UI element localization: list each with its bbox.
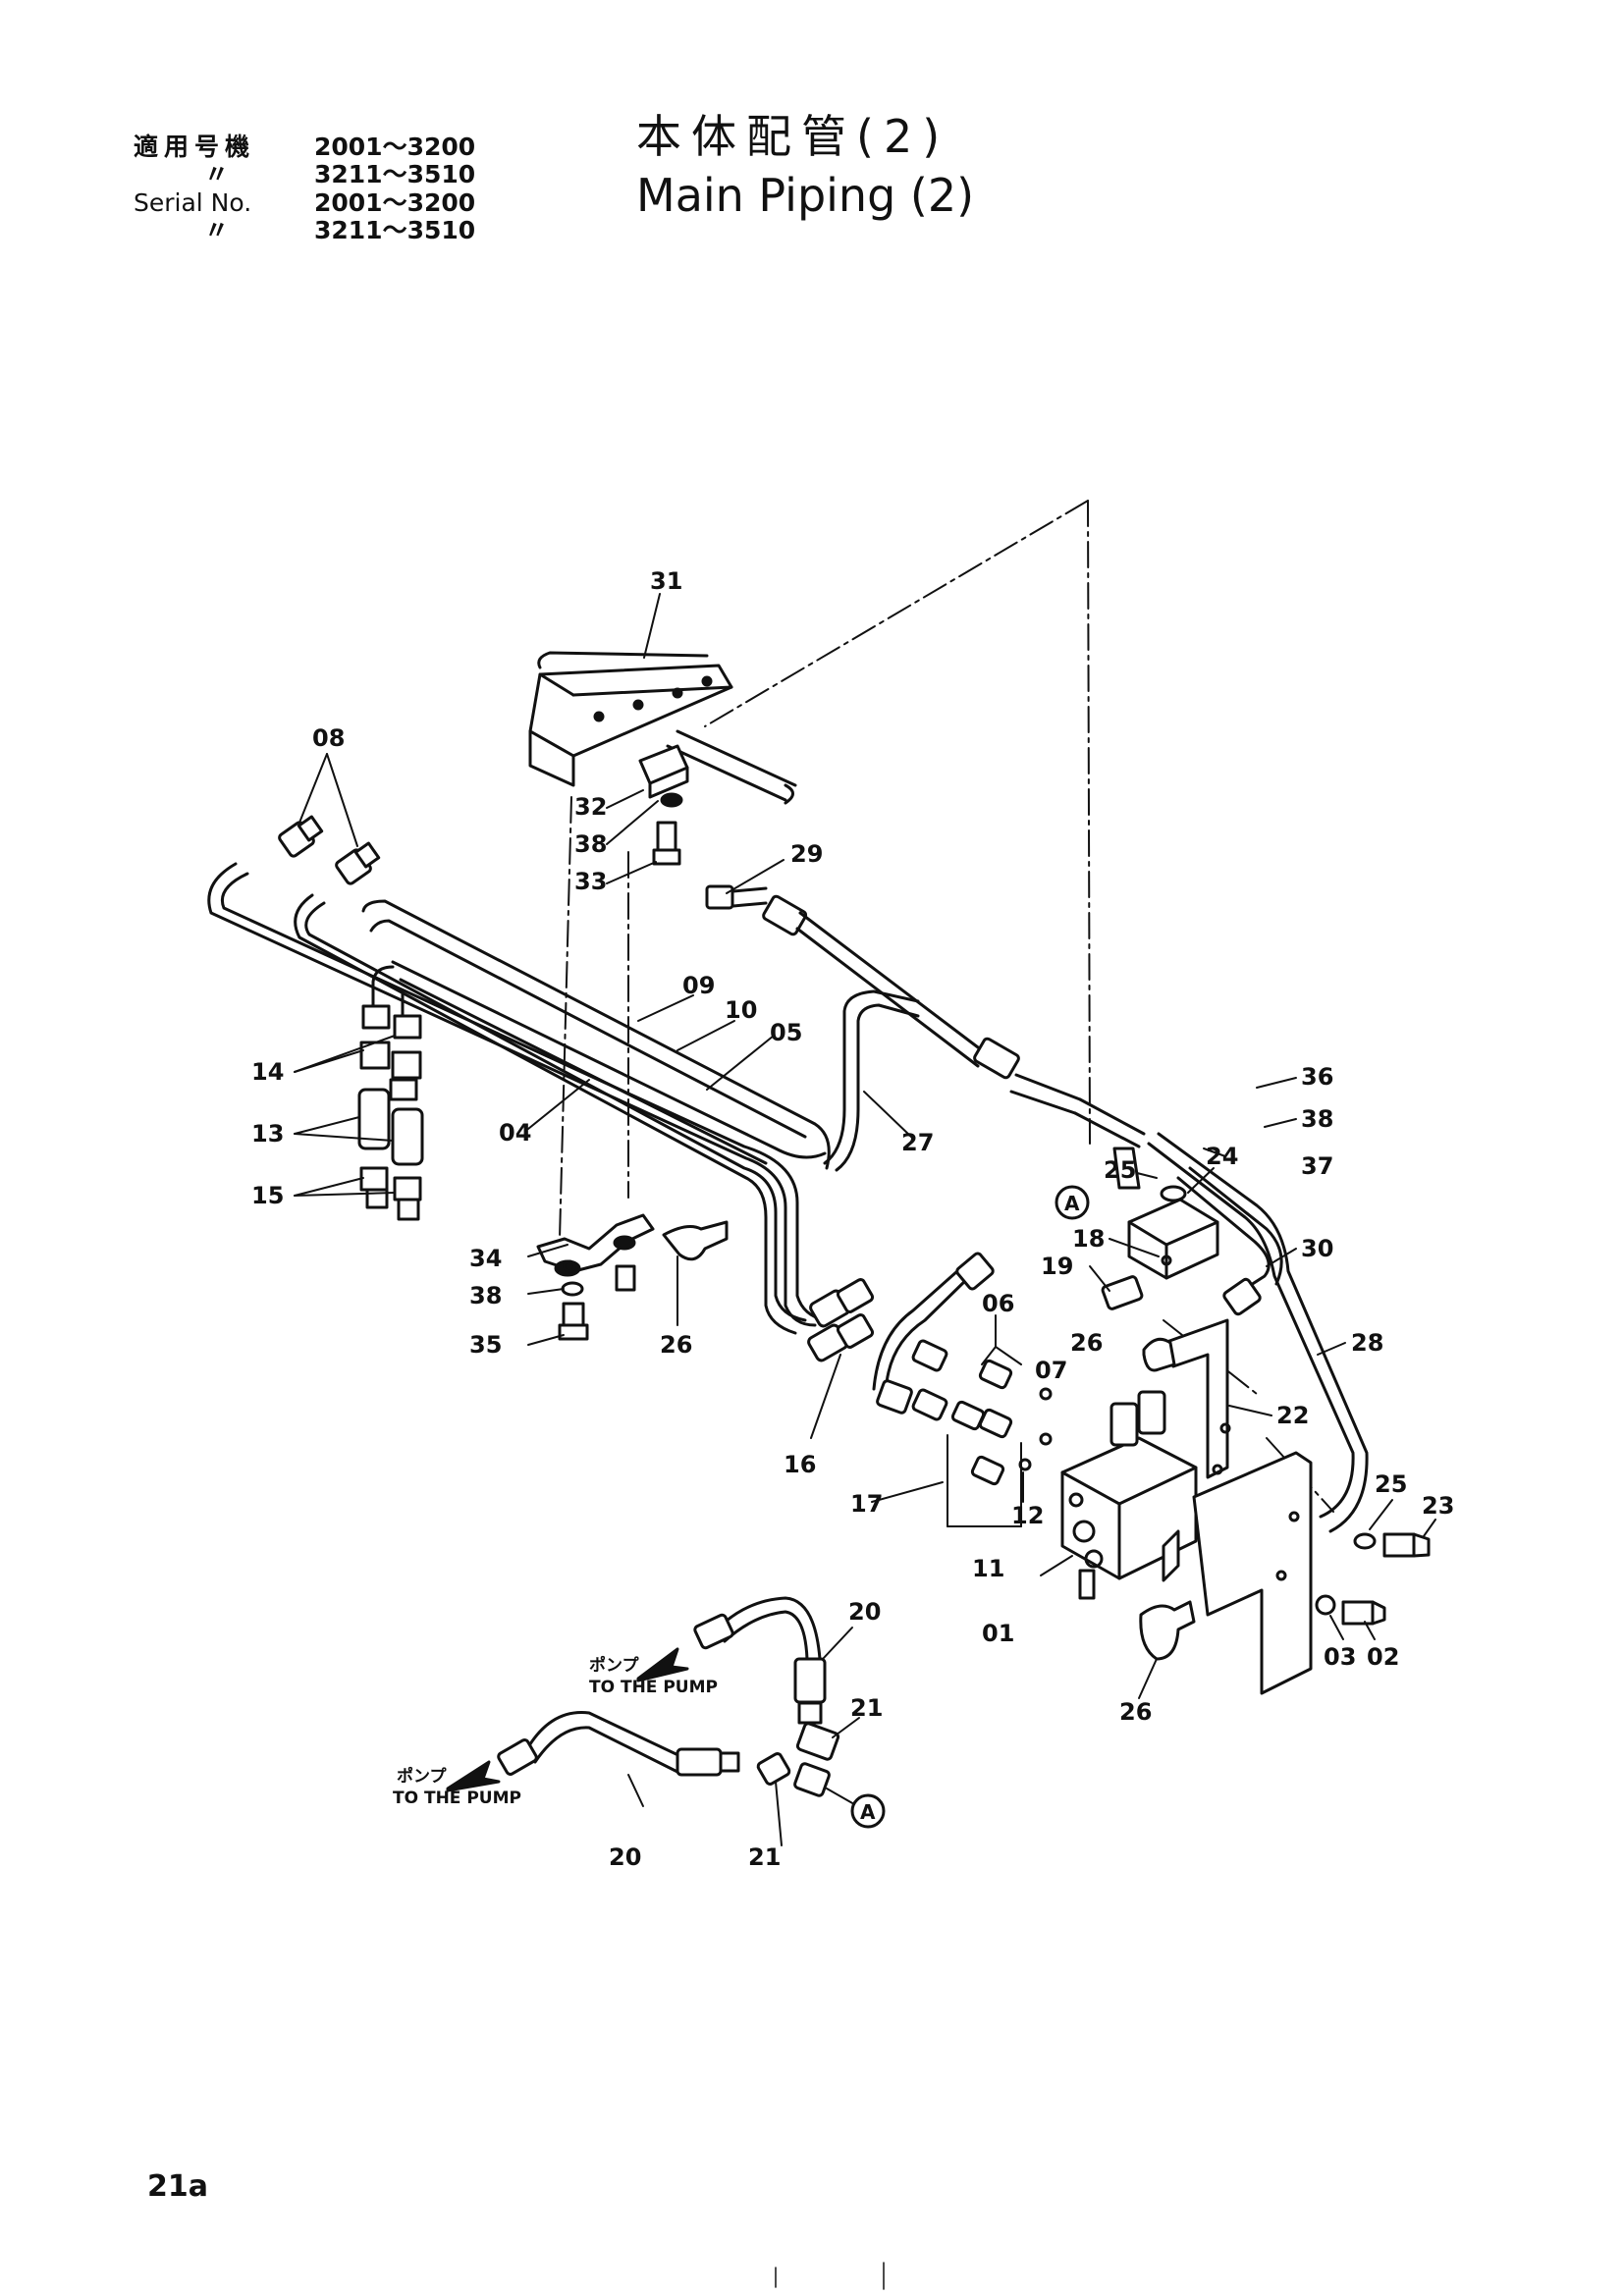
leader-lines — [294, 593, 1436, 1846]
callout-26: 26 — [660, 1331, 692, 1359]
callout-13: 13 — [251, 1120, 284, 1148]
callout-01: 01 — [982, 1620, 1014, 1647]
support-rod — [666, 729, 797, 805]
marker-a-label: A — [1064, 1192, 1080, 1215]
serial-range-2: 3211～3510 — [314, 160, 476, 188]
callout-05: 05 — [770, 1019, 802, 1046]
callout-18: 18 — [1072, 1225, 1105, 1253]
callout-19: 19 — [1041, 1253, 1073, 1280]
callout-37: 37 — [1301, 1152, 1333, 1180]
callout-21: 21 — [850, 1694, 883, 1722]
callout-26: 26 — [1119, 1698, 1152, 1726]
bracket-plate-22 — [1157, 1318, 1313, 1695]
serial-range-1: 2001～3200 — [314, 133, 476, 161]
callout-02: 02 — [1367, 1643, 1399, 1671]
callout-16: 16 — [784, 1451, 816, 1478]
page-number: 21a — [147, 2169, 208, 2204]
callout-20: 20 — [609, 1843, 641, 1871]
callout-21: 21 — [748, 1843, 781, 1871]
callout-22: 22 — [1276, 1402, 1309, 1429]
scan-artifacts — [775, 2262, 885, 2290]
ditto-mark: 〃 — [204, 160, 230, 188]
hose-29 — [705, 884, 1146, 1148]
callout-20: 20 — [848, 1598, 881, 1626]
callout-15: 15 — [251, 1182, 284, 1209]
pump-label-en: TO THE PUMP — [393, 1789, 521, 1808]
pump-label-jp: ポンプ — [397, 1766, 447, 1787]
arrow-to-pump-upper — [636, 1647, 689, 1682]
valve-block-01 — [1060, 1390, 1198, 1600]
serial-label: Serial No. — [134, 188, 252, 217]
callout-26: 26 — [1070, 1329, 1103, 1357]
callout-labels: 31 08 32 38 33 29 09 10 05 14 13 15 04 2… — [251, 567, 1454, 1871]
tee-fitting-21 — [756, 1722, 840, 1797]
title-en: Main Piping (2) — [636, 169, 975, 222]
pump-label-jp: ポンプ — [589, 1655, 639, 1676]
callout-24: 24 — [1206, 1143, 1238, 1170]
pipe-28 — [1147, 1132, 1369, 1533]
block-18-assembly — [1101, 1147, 1219, 1310]
callout-28: 28 — [1351, 1329, 1383, 1357]
circle-marker-a — [850, 1185, 1090, 1829]
callout-32: 32 — [574, 793, 607, 821]
clamp-32-assembly — [638, 744, 689, 866]
callout-31: 31 — [650, 567, 682, 595]
serial-range-4: 3211～3510 — [314, 216, 476, 244]
callout-14: 14 — [251, 1058, 284, 1086]
bracket-31 — [528, 651, 733, 787]
applicable-label-jp: 適用号機 — [134, 133, 256, 161]
hose-20-lower — [497, 1711, 740, 1777]
callout-30: 30 — [1301, 1235, 1333, 1262]
callout-10: 10 — [725, 996, 757, 1024]
callout-11: 11 — [972, 1555, 1004, 1582]
bolt-02-assembly — [1315, 1594, 1386, 1626]
callout-35: 35 — [469, 1331, 502, 1359]
callout-38: 38 — [1301, 1105, 1333, 1133]
pump-label-en: TO THE PUMP — [589, 1678, 718, 1697]
elbow-26-left — [662, 1220, 729, 1261]
callout-29: 29 — [790, 840, 823, 868]
callout-38: 38 — [469, 1282, 502, 1309]
callout-12: 12 — [1011, 1502, 1044, 1529]
callout-25: 25 — [1375, 1470, 1407, 1498]
callout-03: 03 — [1324, 1643, 1356, 1671]
fittings-group-16 — [807, 1252, 995, 1415]
callout-23: 23 — [1422, 1492, 1454, 1520]
callout-34: 34 — [469, 1245, 502, 1272]
fittings-group-06 — [911, 1339, 1053, 1486]
callout-25: 25 — [1104, 1156, 1136, 1184]
reference-lines — [559, 500, 1334, 1513]
fitting-08-pair — [278, 815, 381, 885]
callout-38: 38 — [574, 830, 607, 858]
callout-06: 06 — [982, 1290, 1014, 1317]
marker-a-label: A — [860, 1800, 876, 1824]
ditto-mark: 〃 — [204, 216, 230, 244]
clamp-34-assembly — [536, 1213, 655, 1341]
callout-04: 04 — [499, 1119, 531, 1147]
callout-09: 09 — [682, 972, 715, 999]
pipe-30 — [1176, 1166, 1283, 1316]
title-jp: 本体配管(2) — [636, 110, 950, 163]
callout-07: 07 — [1035, 1357, 1067, 1384]
callout-17: 17 — [850, 1490, 883, 1518]
fitting-stack-left — [357, 1004, 424, 1221]
serial-range-3: 2001～3200 — [314, 188, 476, 217]
elbow-26-bottom — [1139, 1600, 1196, 1661]
callout-33: 33 — [574, 868, 607, 895]
callout-36: 36 — [1301, 1063, 1333, 1091]
callout-08: 08 — [312, 724, 345, 752]
hose-20-upper — [693, 1596, 827, 1725]
elbow-26-middle — [1142, 1337, 1176, 1372]
callout-27: 27 — [901, 1129, 934, 1156]
pipe-27 — [823, 989, 920, 1172]
pipe-bundle — [207, 862, 831, 1335]
arrow-to-pump-lower — [446, 1760, 501, 1792]
bolt-23-assembly — [1353, 1532, 1431, 1558]
